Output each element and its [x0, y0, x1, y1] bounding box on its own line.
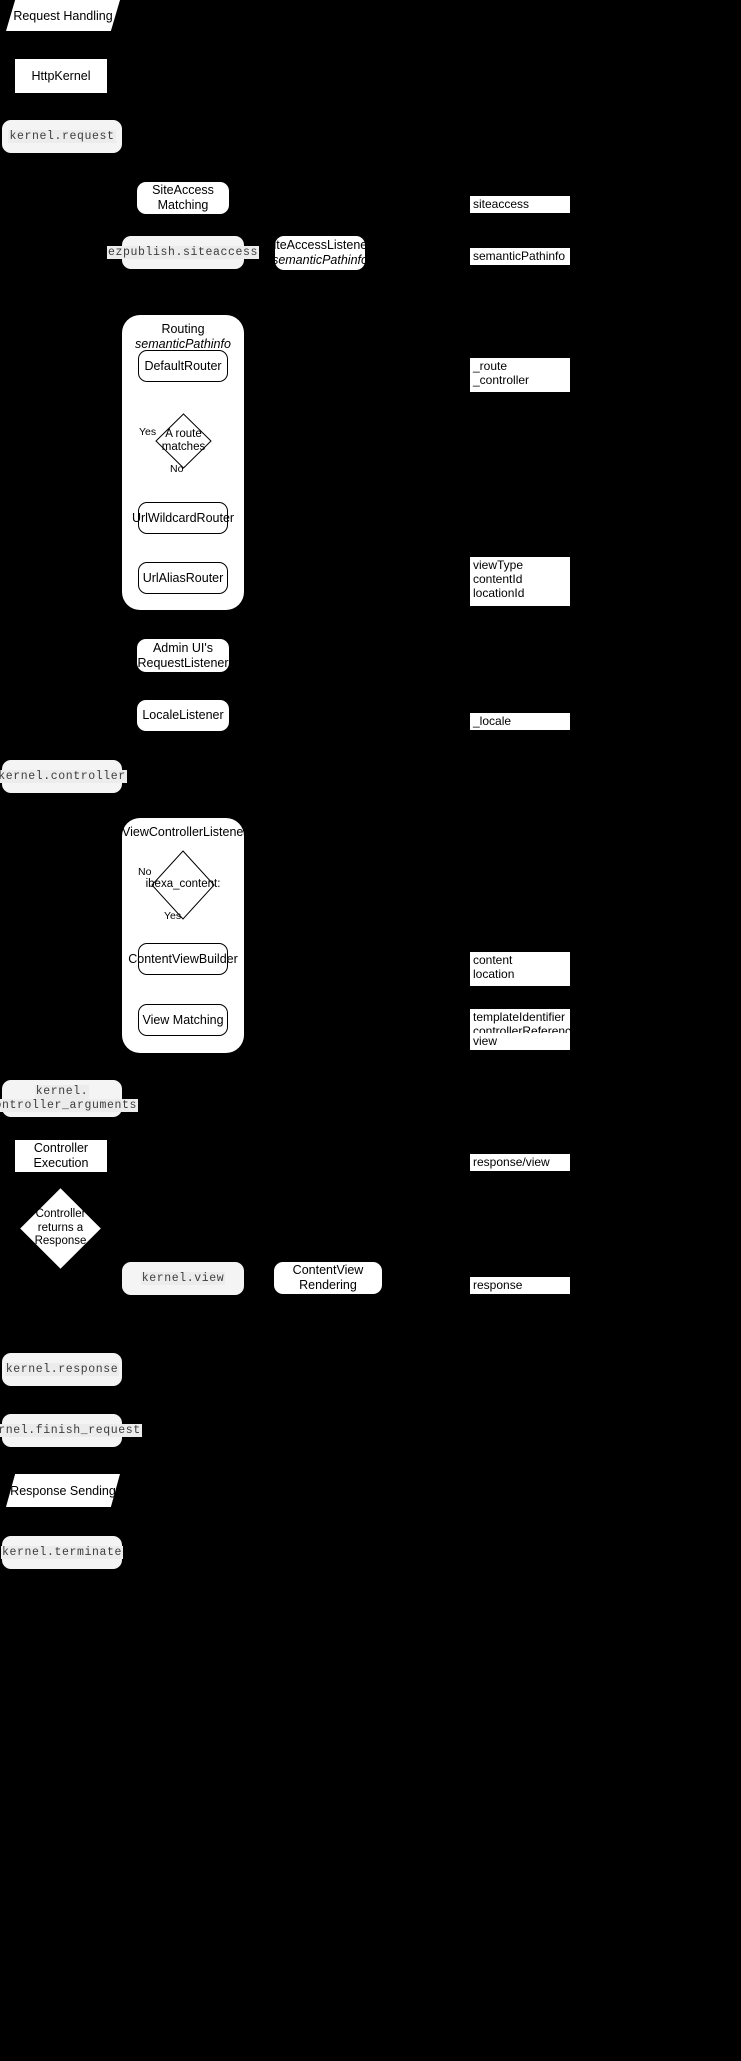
event-kernel-request-label: kernel.request [8, 129, 116, 144]
node-siteaccess-listener[interactable]: SiteAccessListener: semanticPathinfo [265, 236, 375, 270]
decision-controller-returns-response[interactable]: Controller returns a Response [20, 1188, 101, 1269]
group-view-controller-listener-title: ViewControllerListener [122, 825, 248, 839]
annotation-viewtype-contentid-locationid: viewType contentId locationId [470, 557, 570, 606]
decision-a-route-matches-yes-label: Yes [139, 426, 157, 438]
decision-controller-returns-response-label: Controller returns a Response [32, 1200, 89, 1257]
banner-request-handling: Request Handling [6, 0, 120, 31]
decision-ibexa-content-no-label: No [138, 866, 152, 878]
event-kernel-controller-arguments-line1: kernel. [34, 1084, 90, 1099]
node-view-matching[interactable]: View Matching [138, 1004, 228, 1036]
node-admin-ui-request-listener[interactable]: Admin UI's RequestListener [137, 639, 229, 672]
decision-a-route-matches-shape [155, 413, 212, 469]
node-url-alias-router-label: UrlAliasRouter [142, 570, 224, 585]
node-content-view-rendering-label: ContentView Rendering [292, 1263, 364, 1292]
annotation-response: response [470, 1277, 570, 1294]
event-kernel-request[interactable]: kernel.request [2, 120, 122, 153]
decision-a-route-matches-no-label: No [170, 463, 184, 475]
annotation-content-location: content location [470, 952, 570, 986]
annotation-response-view: response/view [470, 1154, 570, 1171]
event-kernel-view[interactable]: kernel.view [122, 1262, 244, 1295]
node-siteaccess-listener-line2: semanticPathinfo [272, 253, 368, 267]
node-default-router[interactable]: DefaultRouter [138, 350, 228, 382]
node-default-router-label: DefaultRouter [144, 358, 222, 373]
banner-request-handling-label: Request Handling [13, 8, 113, 23]
annotation-semanticpathinfo: semanticPathinfo [470, 248, 570, 265]
node-admin-ui-request-listener-line2: RequestListener [137, 655, 229, 670]
annotation-locale: _locale [470, 713, 570, 730]
node-url-wildcard-router[interactable]: UrlWildcardRouter [132, 502, 234, 534]
decision-ibexa-content-shape [151, 850, 215, 920]
event-kernel-response-label: kernel.response [4, 1362, 120, 1377]
decision-ibexa-content-yes-label: Yes [164, 910, 182, 922]
decision-ibexa-content[interactable]: ibexa_content: [145, 850, 221, 920]
event-ezpublish-siteaccess[interactable]: ezpublish.siteaccess [106, 236, 260, 269]
annotation-siteaccess: siteaccess [470, 196, 570, 213]
decision-ibexa-content-label: ibexa_content: [145, 878, 221, 891]
node-content-view-builder-label: ContentViewBuilder [128, 951, 238, 966]
decision-a-route-matches-label: A route matches [155, 413, 212, 469]
event-kernel-terminate-label: kernel.terminate [0, 1545, 124, 1560]
event-kernel-controller[interactable]: kernel.controller [0, 760, 127, 793]
annotation-view: view [470, 1033, 570, 1050]
event-kernel-controller-arguments[interactable]: kernel. controller_arguments [0, 1080, 139, 1117]
event-kernel-view-label: kernel.view [140, 1271, 226, 1286]
node-controller-execution-label: Controller Execution [33, 1141, 89, 1170]
decision-a-route-matches[interactable]: A route matches [155, 413, 212, 469]
group-routing-title-italic: semanticPathinfo [135, 336, 231, 351]
node-admin-ui-request-listener-line1: Admin UI's [152, 640, 214, 655]
event-kernel-controller-arguments-line2: controller_arguments [0, 1098, 139, 1113]
node-locale-listener-label: LocaleListener [142, 708, 224, 723]
node-content-view-builder[interactable]: ContentViewBuilder [128, 943, 238, 975]
annotation-route-controller: _route _controller [470, 358, 570, 392]
node-controller-execution[interactable]: Controller Execution [15, 1140, 107, 1172]
decision-controller-returns-response-line1: Controller [35, 1208, 86, 1221]
banner-response-sending: Response Sending [6, 1474, 120, 1507]
event-kernel-finish-request-label: kernel.finish_request [0, 1423, 142, 1438]
event-kernel-terminate[interactable]: kernel.terminate [0, 1536, 124, 1569]
event-kernel-controller-label: kernel.controller [0, 769, 127, 784]
group-routing-title-prefix: Routing [161, 322, 205, 336]
decision-a-route-matches-line1: A route [165, 427, 202, 440]
node-siteaccess-matching[interactable]: SiteAccess Matching [137, 182, 229, 214]
node-url-wildcard-router-label: UrlWildcardRouter [131, 510, 235, 525]
node-siteaccess-listener-line1: SiteAccessListener: [265, 238, 375, 253]
decision-controller-returns-response-line2: returns a [37, 1221, 84, 1234]
banner-response-sending-label: Response Sending [10, 1483, 116, 1498]
decision-controller-returns-response-line3: Response [34, 1235, 87, 1248]
decision-a-route-matches-line2: matches [161, 441, 206, 453]
node-http-kernel[interactable]: HttpKernel [15, 59, 107, 93]
node-view-matching-label: View Matching [142, 1012, 224, 1027]
node-content-view-rendering[interactable]: ContentView Rendering [274, 1262, 382, 1294]
node-locale-listener[interactable]: LocaleListener [137, 700, 229, 731]
event-ezpublish-siteaccess-label: ezpublish.siteaccess [106, 245, 260, 260]
node-http-kernel-label: HttpKernel [31, 68, 91, 83]
node-url-alias-router[interactable]: UrlAliasRouter [138, 562, 228, 594]
node-siteaccess-matching-label: SiteAccess Matching [152, 183, 214, 212]
event-kernel-response[interactable]: kernel.response [2, 1353, 122, 1386]
event-kernel-finish-request[interactable]: kernel.finish_request [0, 1414, 142, 1447]
